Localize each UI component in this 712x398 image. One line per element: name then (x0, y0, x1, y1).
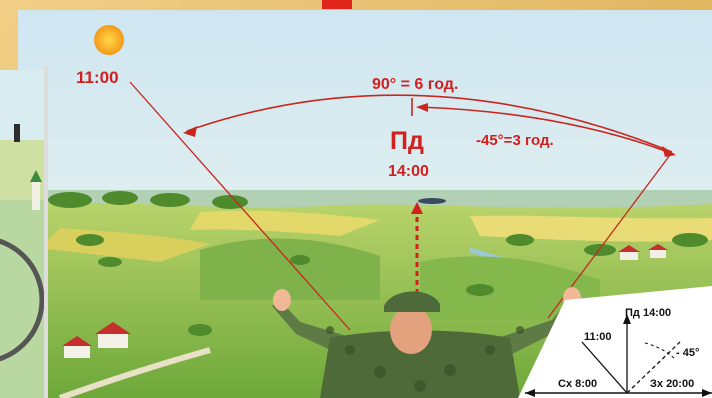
inset-south-label: Пд 14:00 (625, 307, 672, 319)
lens-ring (0, 238, 45, 362)
arc-90 (186, 94, 673, 153)
arc-90-label: 90° = 6 год. (372, 76, 459, 93)
sun-direction-line (129, 81, 351, 331)
soldier-figure (272, 287, 581, 398)
sun-icon (94, 25, 124, 55)
sun-line (581, 341, 628, 394)
frame-red-mark (322, 0, 352, 9)
sun-time-label: 11:00 (76, 68, 119, 87)
inset-angle-label: - 45° (676, 347, 700, 359)
south-time-label: 14:00 (388, 163, 429, 180)
landmark-object (418, 198, 446, 204)
inset-east-label: Сх 8:00 (558, 378, 598, 390)
inset-diagram (518, 286, 712, 398)
south-label: Пд (390, 127, 424, 155)
arc-45 (417, 106, 669, 153)
inset-sun-time-label: 11:00 (584, 331, 612, 343)
inset-west-label: Зх 20:00 (650, 378, 695, 390)
left-partial-picture (0, 66, 48, 398)
arc-45-label: -45°=3 год. (476, 132, 554, 149)
angle-line (626, 341, 681, 394)
